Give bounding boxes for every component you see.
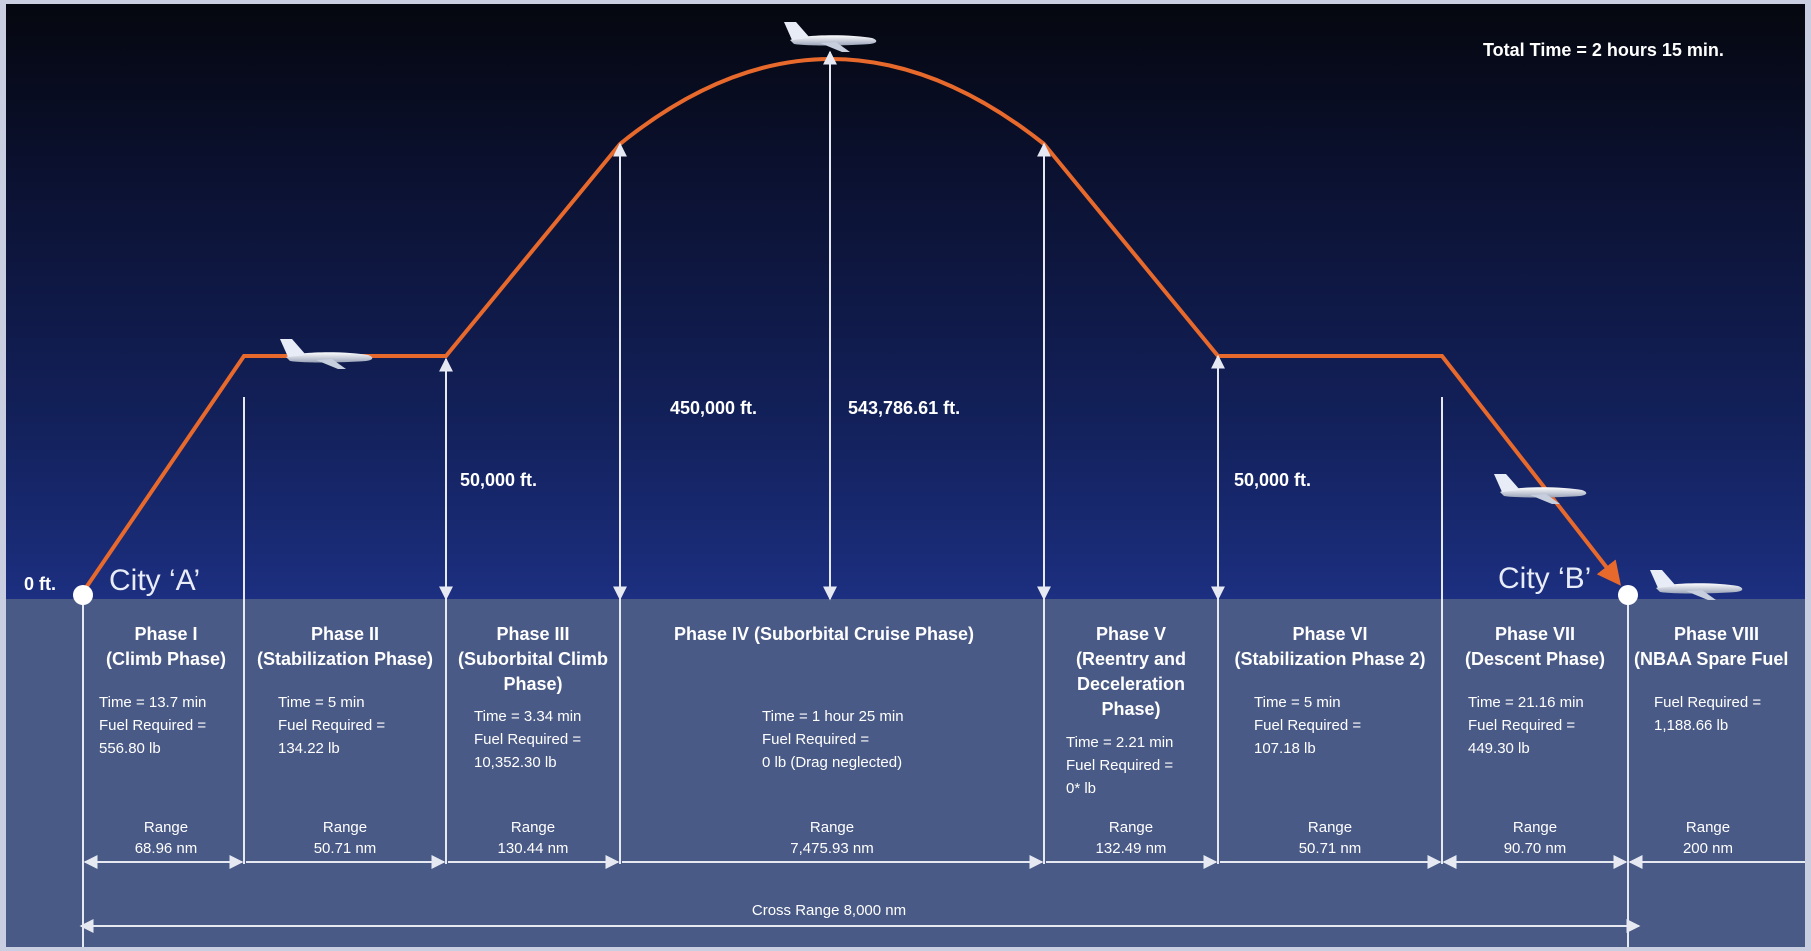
flight-profile-diagram: Total Time = 2 hours 15 min. 0 ft. City … [6,4,1805,947]
phase-6: Phase VI (Stabilization Phase 2) Time = … [1234,624,1425,857]
phase-title: Phase VII [1495,624,1575,644]
phase-time: Time = 5 min [1254,694,1341,711]
phase-fuel: Fuel Required = [99,717,206,734]
phase-range-value: 132.49 nm [1096,840,1167,857]
city-b-label: City ‘B’ [1498,562,1591,595]
phase-title: Phase) [503,674,562,694]
phase-range-value: 90.70 nm [1504,840,1567,857]
phase-range: Range [511,819,555,836]
zero-altitude-label: 0 ft. [24,574,56,594]
plane-icon [784,22,877,52]
city-a-label: City ‘A’ [109,564,200,597]
phase-fuel-value: 449.30 lb [1468,740,1530,757]
phase-fuel: Fuel Required = [1654,694,1761,711]
phase-5: Phase V (Reentry and Deceleration Phase)… [1066,624,1186,857]
altitude-label-suborbital: 450,000 ft. [670,398,757,418]
phase-3: Phase III (Suborbital Climb Phase) Time … [458,624,608,857]
altitude-label-stabilization-1: 50,000 ft. [460,470,537,490]
plane-icon [1650,570,1743,600]
phase-range-value: 7,475.93 nm [790,840,873,857]
phase-title: Phase III [496,624,569,644]
phase-2: Phase II (Stabilization Phase) Time = 5 … [257,624,433,857]
phase-fuel-value: 0 lb (Drag neglected) [762,754,902,771]
phase-fuel: Fuel Required = [1468,717,1575,734]
phase-title: Phase VI [1292,624,1367,644]
diagram-canvas: Total Time = 2 hours 15 min. 0 ft. City … [6,22,1805,947]
phase-fuel: Fuel Required = [1066,757,1173,774]
phase-range-value: 50.71 nm [314,840,377,857]
phase-time: Time = 3.34 min [474,708,581,725]
phase-range: Range [1513,819,1557,836]
phase-title: (Climb Phase) [106,649,226,669]
phase-range: Range [1109,819,1153,836]
cross-range-label: Cross Range 8,000 nm [752,902,906,919]
city-a-marker [73,585,93,605]
phase-title: Phase V [1096,624,1166,644]
phase-range-value: 200 nm [1683,840,1733,857]
phase-range: Range [144,819,188,836]
altitude-label-apex: 543,786.61 ft. [848,398,960,418]
phase-title: (NBAA Spare Fuel [1634,649,1788,669]
phase-range: Range [1686,819,1730,836]
phase-title: (Stabilization Phase) [257,649,433,669]
phase-time: Time = 1 hour 25 min [762,708,904,725]
phase-title: Phase IV (Suborbital Cruise Phase) [674,624,974,644]
phase-8: Phase VIII (NBAA Spare Fuel Fuel Require… [1634,624,1788,857]
phase-title: (Stabilization Phase 2) [1234,649,1425,669]
phase-range: Range [1308,819,1352,836]
phase-fuel-value: 134.22 lb [278,740,340,757]
phase-fuel: Fuel Required = [762,731,869,748]
ground-band [6,599,1805,947]
phase-boundaries [82,50,1629,947]
phase-time: Time = 5 min [278,694,365,711]
city-b-marker [1618,585,1638,605]
phase-title: Phase) [1101,699,1160,719]
phase-fuel-value: 107.18 lb [1254,740,1316,757]
phase-range: Range [810,819,854,836]
phase-range-value: 50.71 nm [1299,840,1362,857]
flight-path [81,57,1621,594]
phase-fuel: Fuel Required = [1254,717,1361,734]
phase-time: Time = 2.21 min [1066,734,1173,751]
phase-title: (Descent Phase) [1465,649,1605,669]
phase-title: (Reentry and [1076,649,1186,669]
phase-fuel-value: 10,352.30 lb [474,754,557,771]
phase-title: Phase VIII [1674,624,1759,644]
phase-title: Phase II [311,624,379,644]
phase-range: Range [323,819,367,836]
phase-fuel: Fuel Required = [474,731,581,748]
phase-fuel-value: 0* lb [1066,780,1096,797]
phase-time: Time = 13.7 min [99,694,206,711]
plane-icon [280,339,373,369]
phase-1: Phase I (Climb Phase) Time = 13.7 min Fu… [99,624,226,857]
phase-7: Phase VII (Descent Phase) Time = 21.16 m… [1465,624,1605,857]
phase-fuel: Fuel Required = [278,717,385,734]
phase-title: Deceleration [1077,674,1185,694]
phase-range-value: 68.96 nm [135,840,198,857]
phase-fuel-value: 1,188.66 lb [1654,717,1728,734]
phase-range-value: 130.44 nm [498,840,569,857]
phase-fuel-value: 556.80 lb [99,740,161,757]
phase-title: Phase I [134,624,197,644]
phase-time: Time = 21.16 min [1468,694,1584,711]
phase-4: Phase IV (Suborbital Cruise Phase) Time … [674,624,974,857]
altitude-label-stabilization-2: 50,000 ft. [1234,470,1311,490]
plane-icon [1494,474,1587,504]
phase-title: (Suborbital Climb [458,649,608,669]
total-time-label: Total Time = 2 hours 15 min. [1483,40,1724,60]
